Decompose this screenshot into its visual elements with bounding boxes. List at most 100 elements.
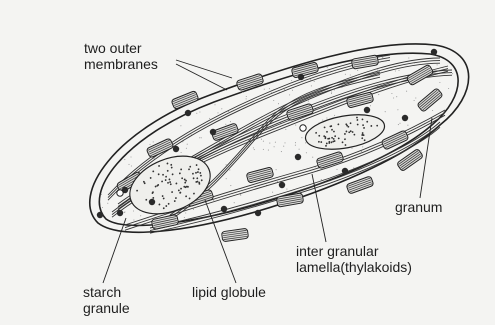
lipid-globule <box>173 146 179 152</box>
stroma-dot <box>149 144 150 145</box>
stroma-dot <box>321 179 322 180</box>
label-granum: granum <box>395 199 442 215</box>
stroma-dot <box>408 57 409 58</box>
stroma-dot <box>396 96 397 97</box>
stroma-dot <box>378 94 379 95</box>
stroma-dot <box>269 88 270 89</box>
stroma-dot <box>308 101 309 102</box>
granum-stack <box>291 62 319 78</box>
granum-stack <box>236 73 264 91</box>
stroma-dot <box>228 111 229 112</box>
stroma-dot <box>362 146 363 147</box>
stroma-dot <box>314 81 315 82</box>
stroma-dot <box>414 100 415 101</box>
lipid-globule <box>298 74 304 80</box>
stroma-dot <box>326 117 327 118</box>
stroma-dot <box>273 100 274 101</box>
stroma-dot <box>269 143 270 144</box>
stroma-dot <box>310 79 311 80</box>
stroma-dot <box>187 144 188 145</box>
label-starch-line1: starch <box>83 284 130 300</box>
granum-stack <box>146 138 174 158</box>
stroma-dot <box>437 64 438 65</box>
stroma-dot <box>291 80 292 81</box>
stroma-dot <box>199 137 200 138</box>
stroma-dot <box>199 111 200 112</box>
stroma-dot <box>219 141 220 142</box>
stroma-dot <box>242 92 243 93</box>
stroma-dot <box>301 137 302 138</box>
stroma-dot <box>124 212 125 213</box>
leader-membranes-1 <box>176 60 232 78</box>
stroma-dot <box>128 164 129 165</box>
stroma-dot <box>186 148 187 149</box>
stroma-dot <box>214 104 215 105</box>
stroma-dot <box>439 82 440 83</box>
stroma-dot <box>246 98 247 99</box>
stroma-dot <box>312 157 313 158</box>
stroma-dot <box>448 88 449 89</box>
granum-stack <box>346 92 374 108</box>
label-outer-membranes: two outer membranes <box>84 40 158 72</box>
label-starch-granule: starch granule <box>83 284 130 316</box>
lipid-globule <box>149 199 155 205</box>
stroma-dot <box>180 125 181 126</box>
stroma-dot <box>327 67 328 68</box>
stroma-dot <box>263 141 264 142</box>
stroma-dot <box>336 169 337 170</box>
stroma-dot <box>221 108 222 109</box>
stroma-dot <box>124 159 125 160</box>
label-outer-membranes-line1: two outer <box>84 40 158 56</box>
leader-lipid <box>205 200 236 283</box>
lipid-globule <box>97 212 103 218</box>
stroma-dot <box>306 152 307 153</box>
lipid-globule <box>279 182 285 188</box>
stroma-dot <box>181 152 182 153</box>
stroma-dot <box>398 70 399 71</box>
stroma-dot <box>184 217 185 218</box>
stroma-dot <box>391 93 392 94</box>
stroma-dot <box>193 209 194 210</box>
stroma-dot <box>345 74 346 75</box>
label-lamella-line1: inter granular <box>296 243 412 259</box>
stroma-dot <box>226 164 227 165</box>
stroma-dot <box>281 151 282 152</box>
stroma-dot <box>107 203 108 204</box>
stroma-dot <box>331 92 332 93</box>
stroma-dot <box>407 125 408 126</box>
stroma-dot <box>334 115 335 116</box>
stroma-dot <box>322 120 323 121</box>
stroma-dot <box>284 142 285 143</box>
stroma-dot <box>398 124 399 125</box>
stroma-dot <box>275 142 276 143</box>
stroma-dot <box>246 96 247 97</box>
stroma-dot <box>284 89 285 90</box>
stroma-dot <box>393 97 394 98</box>
stroma-dot <box>350 74 351 75</box>
stroma-dot <box>176 119 177 120</box>
stroma-dot <box>102 207 103 208</box>
stroma-dot <box>272 192 273 193</box>
vesicle <box>300 125 306 131</box>
label-starch-line2: granule <box>83 300 130 316</box>
stroma-dot <box>295 125 296 126</box>
stroma-dot <box>230 121 231 122</box>
lipid-globule <box>255 210 261 216</box>
stroma-dot <box>295 142 296 143</box>
stroma-dot <box>140 215 141 216</box>
stroma-dot <box>351 148 352 149</box>
stroma-dot <box>377 69 378 70</box>
stroma-dot <box>382 57 383 58</box>
stroma-dot <box>361 151 362 152</box>
granum-stack <box>406 64 434 86</box>
stroma-dot <box>415 97 416 98</box>
stroma-dot <box>229 169 230 170</box>
stroma-dot <box>209 118 210 119</box>
granum-stack <box>351 55 378 69</box>
stroma-dot <box>397 109 398 110</box>
stroma-dot <box>385 111 386 112</box>
granum-stack <box>316 151 344 169</box>
stroma-dot <box>277 181 278 182</box>
granum-stack <box>396 148 423 171</box>
